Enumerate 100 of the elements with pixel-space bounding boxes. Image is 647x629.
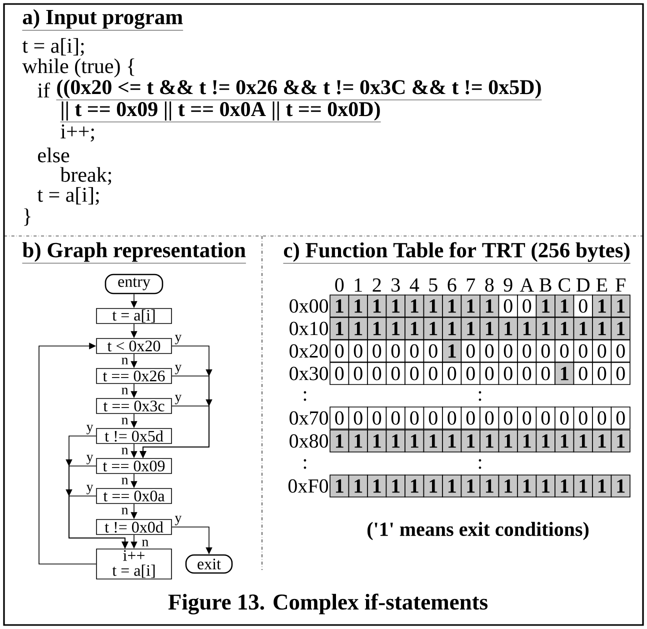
edge-label: y (174, 364, 182, 375)
process-box: t < 0x20 (96, 338, 172, 354)
table-cell: 0 (348, 406, 368, 430)
table-cell: 1 (517, 430, 537, 452)
table-cell: 1 (554, 362, 574, 385)
table-cell: 0 (404, 406, 424, 430)
row-label: 0x20 (290, 344, 328, 358)
table-cell: 1 (610, 430, 630, 452)
table-cell: 0 (460, 406, 480, 430)
table-cell: 1 (480, 430, 500, 452)
section-heading: c) Function Table for TRT (256 bytes) (283, 242, 631, 264)
table-cell: 0 (554, 406, 574, 430)
table-cell: 1 (498, 430, 518, 452)
ellipsis-mark: : (304, 391, 306, 401)
table-cell: 1 (348, 317, 368, 340)
section-heading: b) Graph representation (22, 242, 246, 264)
table-cell: 1 (423, 430, 443, 452)
table-cell: 1 (460, 317, 480, 340)
table-cell: 1 (610, 294, 630, 318)
table-cell: 1 (536, 430, 556, 452)
table-cell: 1 (423, 294, 443, 318)
table-cell: 1 (386, 317, 406, 340)
row-label: 0x70 (290, 411, 328, 425)
table-cell: 1 (592, 294, 612, 318)
note: ('1' means exit conditions) (368, 522, 589, 540)
column-header: E (596, 278, 608, 292)
edge-label: y (86, 424, 94, 435)
table-cell: 0 (460, 362, 480, 385)
table-cell: 1 (330, 317, 350, 340)
ellipsis-mark: : (478, 391, 482, 401)
table-cell: 1 (498, 317, 518, 340)
table-cell: 0 (536, 406, 556, 430)
edge-label: n (120, 417, 129, 425)
table-cell: 0 (386, 340, 406, 362)
column-header: 1 (354, 278, 362, 292)
code-line: while (true) { (22, 58, 134, 78)
edge-label: n (120, 357, 129, 365)
table-cell: 1 (536, 317, 556, 340)
table-cell: 1 (348, 294, 368, 318)
table-cell: 1 (554, 474, 574, 498)
edge-label: n (120, 477, 129, 485)
table-cell: 1 (573, 317, 593, 340)
table-cell: 0 (498, 294, 518, 318)
row-label: 0x10 (290, 322, 328, 336)
table-cell: 1 (554, 317, 574, 340)
table-cell: 0 (386, 362, 406, 385)
edge-label: y (174, 394, 182, 405)
table-cell: 0 (610, 362, 630, 385)
code-line: } (24, 208, 30, 226)
table-cell: 1 (592, 317, 612, 340)
table-cell: 1 (592, 430, 612, 452)
table-cell: 0 (554, 340, 574, 362)
table-cell: 0 (442, 362, 462, 385)
table-cell: 1 (480, 317, 500, 340)
column-header: B (540, 278, 552, 292)
table-cell: 1 (330, 430, 350, 452)
table-cell: 1 (460, 294, 480, 318)
table-cell: 0 (348, 362, 368, 385)
table-cell: 1 (404, 317, 424, 340)
edge-label: n (120, 387, 129, 395)
table-cell: 0 (536, 340, 556, 362)
table-cell: 1 (592, 474, 612, 498)
table-cell: 1 (517, 317, 537, 340)
table-cell: 1 (610, 474, 630, 498)
column-header: 9 (504, 278, 512, 292)
table-cell: 0 (442, 406, 462, 430)
table-cell: 1 (480, 474, 500, 498)
highlighted-condition: ((0x20 <= t && t != 0x26 && t != 0x3C && t != 0x5D) (56, 79, 542, 100)
column-header: 8 (485, 278, 494, 292)
section-heading: a) Input program (22, 9, 184, 30)
process-box: t == 0x3c (96, 398, 172, 414)
table-cell: 1 (330, 474, 350, 498)
table-cell: 0 (517, 406, 537, 430)
table-cell: 1 (386, 430, 406, 452)
column-header: 3 (392, 278, 400, 292)
table-cell: 0 (423, 406, 443, 430)
table-cell: 0 (367, 406, 387, 430)
code-line: i++; (60, 124, 94, 142)
table-cell: 1 (404, 430, 424, 452)
table-cell: 1 (386, 474, 406, 498)
table-cell: 1 (536, 474, 556, 498)
table-cell: 0 (592, 406, 612, 430)
table-cell: 1 (554, 430, 574, 452)
edge-label: y (174, 334, 182, 345)
table-cell: 1 (367, 474, 387, 498)
table-cell: 1 (442, 317, 462, 340)
terminal-box: exit (185, 554, 233, 574)
table-cell: 1 (404, 294, 424, 318)
table-cell: 0 (480, 406, 500, 430)
code-line: if (38, 82, 50, 98)
row-label: 0x80 (290, 434, 328, 448)
edge-label: n (120, 447, 129, 455)
figure-caption: Figure 13. Complex if-statements (168, 594, 488, 614)
table-cell: 0 (498, 362, 518, 385)
highlighted-condition: || t == 0x09 || t == 0x0A || t == 0x0D) (60, 101, 381, 122)
column-header: 0 (335, 278, 344, 292)
table-cell: 0 (367, 340, 387, 362)
process-box: t == 0x09 (96, 458, 172, 474)
table-cell: 1 (442, 294, 462, 318)
table-cell: 0 (592, 340, 612, 362)
